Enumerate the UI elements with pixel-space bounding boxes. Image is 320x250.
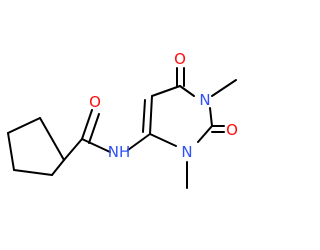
bond-ring-n1-c6	[149, 133, 177, 147]
bond-cp-2	[7, 117, 41, 134]
bond-cp-5	[51, 159, 65, 176]
bond-cp-1	[39, 117, 65, 161]
atom-n-ring-top: N	[199, 91, 210, 109]
atom-o-amide: O	[89, 93, 101, 111]
ring-substituents	[176, 67, 237, 189]
atom-labels: O NH N N O O	[89, 50, 238, 161]
bond-cp-3	[7, 132, 15, 171]
bond-n-ring	[127, 133, 151, 151]
bond-cp-carbonyl	[63, 138, 83, 161]
atom-n-ring-bottom: N	[181, 143, 192, 161]
amide-group	[63, 109, 151, 161]
atom-o-ring-right: O	[226, 121, 238, 139]
bond-ring-n3-c2	[209, 107, 213, 127]
bond-ring-c6-c5	[149, 95, 153, 135]
bond-ring-c4-n3	[179, 85, 195, 97]
cyclopentane-ring	[7, 117, 65, 176]
molecule-structure: O NH N N O O	[7, 50, 238, 189]
bond-carbonyl-n	[81, 138, 111, 153]
atom-o-ring-top: O	[174, 50, 186, 68]
bond-n3-methyl	[211, 79, 237, 97]
bond-ring-c6-c5-inner	[142, 99, 146, 133]
bond-cp-4	[13, 169, 53, 176]
bond-carbonyl-o-2	[88, 113, 100, 144]
bond-ring-c5-c4	[151, 85, 181, 97]
atom-n-amide: NH	[108, 143, 131, 161]
pyrimidinedione-ring	[142, 85, 213, 147]
bond-carbonyl-o-1	[81, 109, 93, 140]
bond-ring-c2-n1	[197, 125, 213, 143]
